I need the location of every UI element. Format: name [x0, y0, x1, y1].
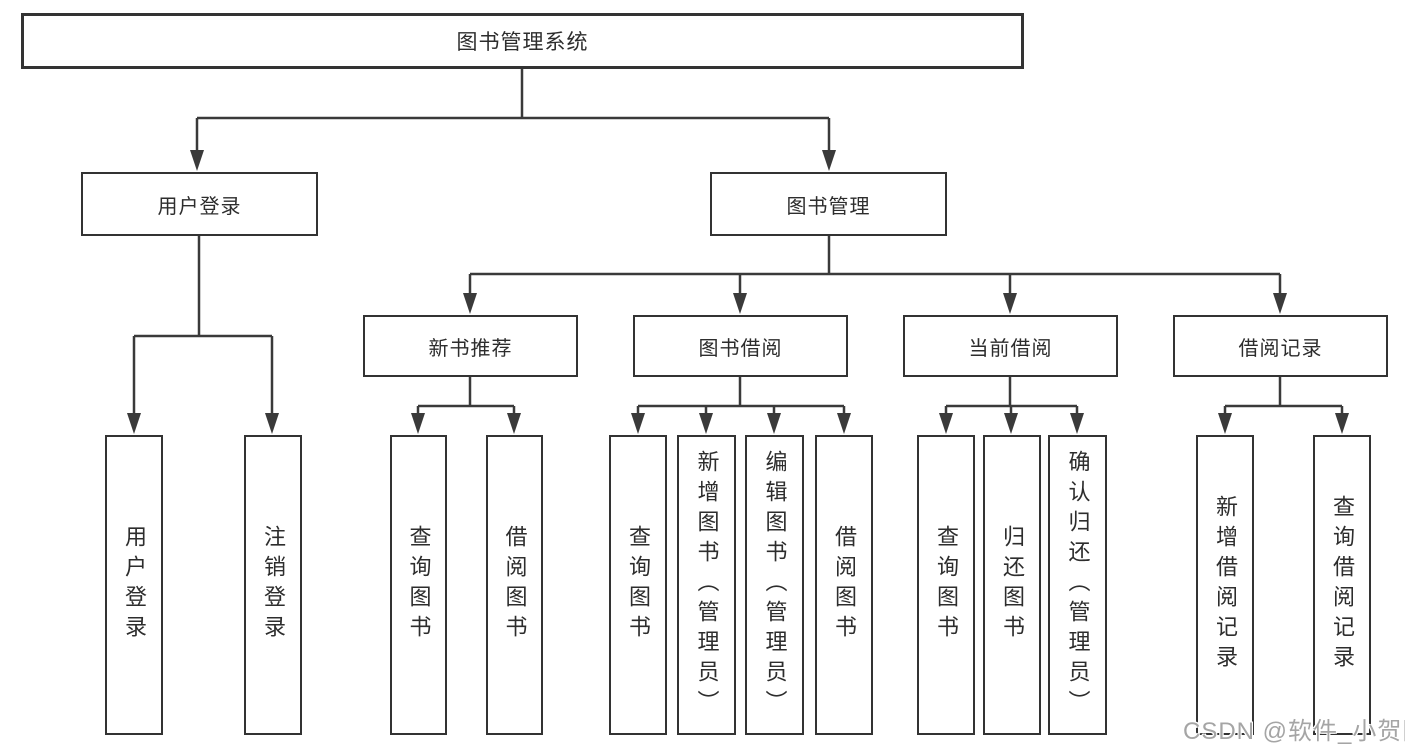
node-label: 图书管理 [786, 195, 871, 218]
node-label: 查询图书 [626, 525, 651, 645]
leaf-query-books-newbook: 查询图书 [390, 435, 447, 735]
node-label: 注销登录 [261, 525, 286, 645]
node-label: 借阅图书 [832, 525, 857, 645]
node-label: 借阅图书 [502, 525, 528, 645]
node-label: 图书借阅 [698, 337, 783, 360]
leaf-user-login: 用户登录 [105, 435, 163, 735]
leaf-query-books-borrow: 查询图书 [609, 435, 667, 735]
node-label: 图书管理系统 [456, 31, 589, 54]
leaf-add-borrow-record: 新增借阅记录 [1196, 435, 1254, 735]
leaf-query-borrow-record: 查询借阅记录 [1313, 435, 1371, 735]
node-label: 新书推荐 [428, 337, 513, 360]
leaf-add-books-admin: 新增图书（管理员） [677, 435, 736, 735]
csdn-watermark: CSDN @软件_小贺同学 [1183, 718, 1405, 745]
node-new-book-recommend: 新书推荐 [363, 315, 578, 377]
node-label: 用户登录 [157, 195, 242, 218]
leaf-return-books: 归还图书 [983, 435, 1041, 735]
node-current-borrow: 当前借阅 [903, 315, 1118, 377]
node-label: 新增借阅记录 [1213, 495, 1238, 675]
node-root-system: 图书管理系统 [21, 13, 1024, 69]
node-book-management: 图书管理 [710, 172, 947, 236]
node-label: 查询借阅记录 [1330, 495, 1355, 675]
leaf-confirm-return-admin: 确认归还（管理员） [1048, 435, 1107, 735]
node-borrow-records: 借阅记录 [1173, 315, 1388, 377]
node-label: 借阅记录 [1238, 337, 1323, 360]
leaf-borrow-books: 借阅图书 [815, 435, 873, 735]
node-label: 新增图书（管理员） [694, 450, 720, 720]
leaf-borrow-books-newbook: 借阅图书 [486, 435, 543, 735]
node-label: 当前借阅 [968, 337, 1053, 360]
node-book-borrow: 图书借阅 [633, 315, 848, 377]
node-label: 确认归还（管理员） [1065, 450, 1091, 720]
node-label: 用户登录 [122, 525, 147, 645]
node-user-login: 用户登录 [81, 172, 318, 236]
leaf-query-books-current: 查询图书 [917, 435, 975, 735]
node-label: 查询图书 [406, 525, 432, 645]
node-label: 查询图书 [934, 525, 959, 645]
leaf-edit-books-admin: 编辑图书（管理员） [745, 435, 804, 735]
node-label: 编辑图书（管理员） [762, 450, 788, 720]
node-label: 归还图书 [1000, 525, 1025, 645]
leaf-logout: 注销登录 [244, 435, 302, 735]
